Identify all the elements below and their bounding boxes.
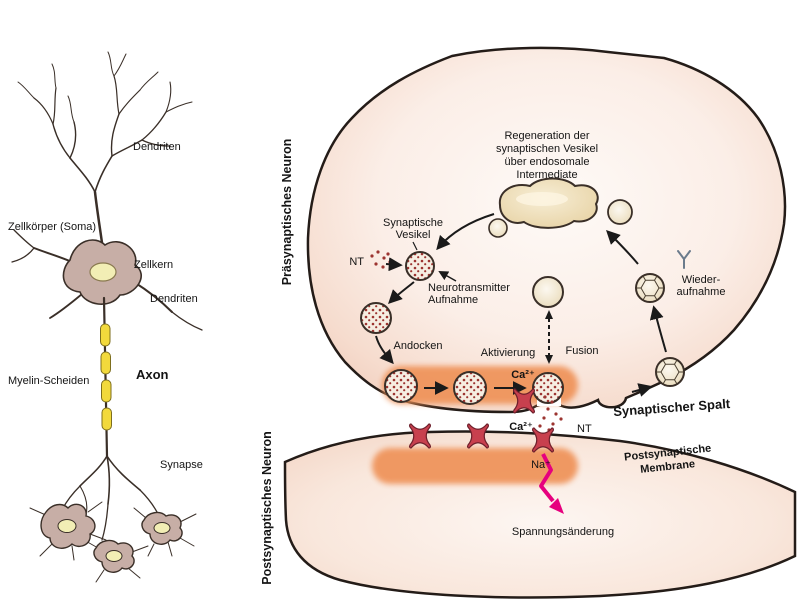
budding-vesicle (488, 218, 508, 238)
axon-fiber (102, 296, 109, 458)
label-andocken: Andocken (394, 340, 443, 352)
arrow-uptake-label (438, 271, 457, 282)
label-regeneration-4: Intermediate (516, 169, 577, 181)
endosome-satellite-vesicle (607, 199, 633, 225)
coated-pit (655, 357, 685, 387)
arrow-bump-to-pit (631, 383, 653, 397)
calcium-channel-presynaptic (512, 388, 536, 414)
label-fusion: Fusion (565, 345, 598, 357)
label-synaptische-vesikel-1: Synaptische (383, 217, 443, 229)
target-cell-nucleus (153, 522, 171, 534)
receptor-channel-postsynaptic (531, 427, 555, 453)
label-wieder-1: Wieder- (682, 274, 721, 286)
coated-vesicle (635, 273, 665, 303)
process-arrows (375, 213, 667, 397)
myelin-sheaths (100, 323, 112, 431)
label-axon: Axon (136, 367, 169, 382)
label-na: Na⁺ (531, 459, 551, 471)
synaptic-vesicles-filled (360, 251, 487, 405)
label-ca-bottom: Ca²⁺ (509, 421, 533, 433)
vesicle-empty (532, 276, 564, 308)
arrow-coated-to-endosome (606, 230, 639, 265)
label-myelin: Myelin-Scheiden (8, 375, 89, 387)
receptor-channel-postsynaptic (466, 423, 490, 449)
arrow-endosome-to-vesicle (436, 213, 495, 251)
label-synaptische-vesikel-2: Vesikel (396, 229, 431, 241)
target-neurons (29, 501, 197, 583)
label-dendriten-right: Dendriten (150, 293, 198, 305)
arrow-vesicle-down (388, 281, 415, 304)
label-praesynaptisches-neuron: Präsynaptisches Neuron (280, 139, 294, 286)
label-zellkoerper: Zellkörper (Soma) (8, 221, 96, 233)
arrow-to-docking (375, 335, 394, 365)
target-cell-spikes (29, 501, 197, 583)
vesicle-receiving-nt (405, 251, 435, 281)
dashed-fusion-arrow (545, 310, 553, 364)
label-synapse: Synapse (160, 459, 203, 471)
neuron-diagram: Dendriten Zellkörper (Soma) Zellkern Den… (8, 51, 203, 583)
label-regeneration-2: synaptischen Vesikel (496, 143, 598, 155)
label-aktivierung: Aktivierung (481, 347, 535, 359)
arrow-nt-into-vesicle (385, 257, 403, 272)
arrow-pit-to-coated (649, 305, 667, 353)
label-ca-top: Ca²⁺ (511, 369, 535, 381)
label-postsyn-membrane-2: Membrane (640, 458, 696, 476)
label-zellkern: Zellkern (134, 259, 173, 271)
receptor-channel-postsynaptic (408, 423, 432, 449)
nucleus (89, 262, 117, 282)
presynaptic-terminal (306, 46, 787, 414)
target-cell-nucleus (105, 550, 123, 562)
label-nt-aufnahme-1: Neurotransmitter (428, 282, 510, 294)
vesicle-activated (453, 371, 487, 405)
vesicle-transporting (360, 302, 392, 334)
pointer-synaptische-vesikel (412, 241, 418, 251)
target-cell-nucleus (57, 519, 77, 533)
label-spannungsaenderung: Spannungsänderung (512, 526, 614, 538)
postsynaptic-density (372, 448, 578, 484)
synapse-diagram: Regeneration der synaptischen Vesikel üb… (260, 46, 797, 599)
label-nt-right: NT (577, 423, 592, 435)
label-regeneration-1: Regeneration der (504, 130, 589, 142)
released-neurotransmitter-dots (538, 395, 563, 432)
receptor-y-icon (677, 250, 691, 269)
label-synaptischer-spalt: Synaptischer Spalt (613, 396, 731, 419)
label-nt-aufnahme-2: Aufnahme (428, 294, 478, 306)
vesicle-fusing (532, 372, 564, 404)
endosome-highlight (516, 192, 568, 206)
dendrite-tree (11, 51, 203, 331)
vesicle-docked (384, 369, 418, 403)
label-wieder-2: aufnahme (677, 286, 726, 298)
label-regeneration-3: über endosomale (504, 156, 589, 168)
label-postsynaptisches-neuron: Postsynaptisches Neuron (260, 431, 274, 585)
label-nt-left: NT (349, 256, 364, 268)
voltage-signal-arrow (539, 453, 564, 514)
label-dendriten-top: Dendriten (133, 141, 181, 153)
